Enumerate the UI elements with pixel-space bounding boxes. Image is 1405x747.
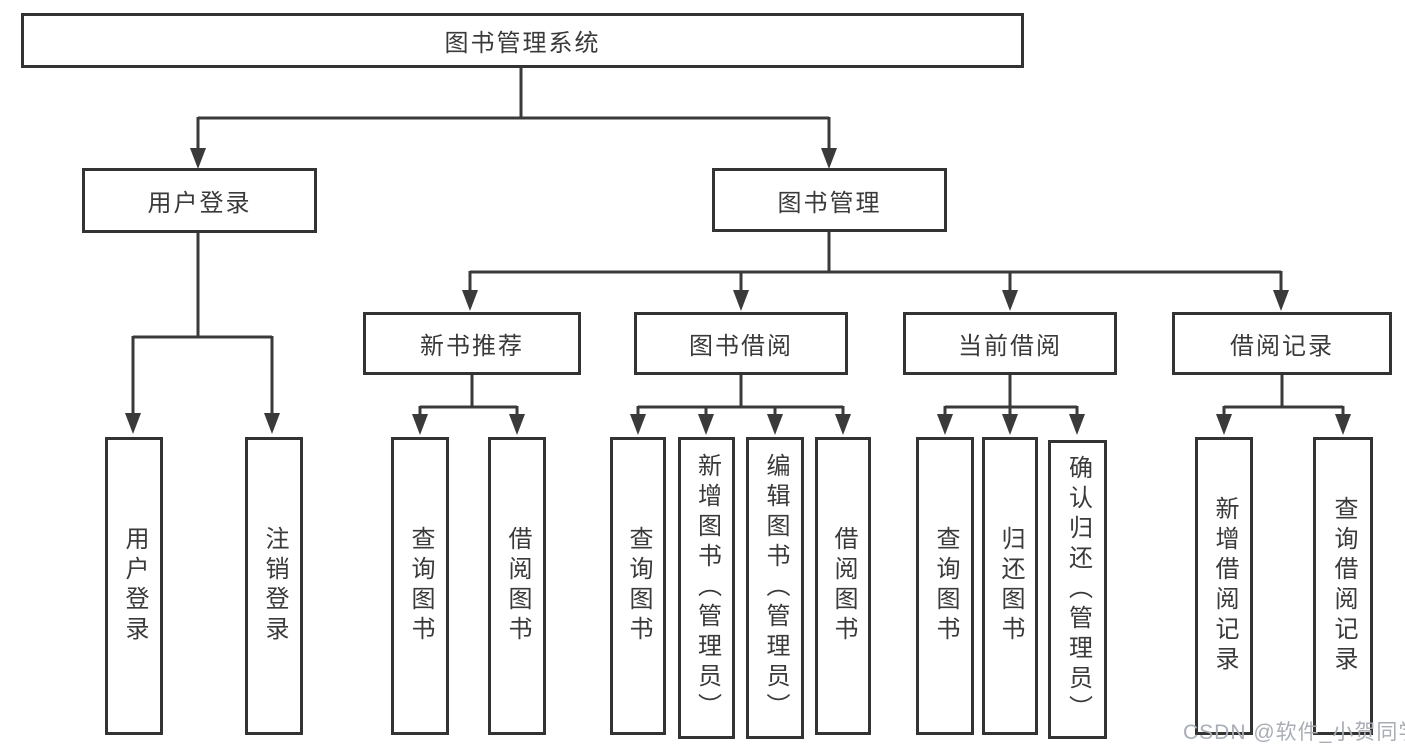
node-current-borrowing-label: 当前借阅 [958, 333, 1062, 360]
node-new-book-recommend-label: 新书推荐 [420, 333, 524, 360]
node-user-login-label: 用户登录 [147, 190, 252, 217]
leaf-add-book-admin: 新增图书（管理员） [678, 437, 735, 739]
node-book-management: 图书管理 [712, 168, 947, 232]
arrowheads [125, 148, 1351, 435]
leaf-confirm-return-admin-label: 确认归还（管理员） [1064, 454, 1092, 725]
node-current-borrowing: 当前借阅 [903, 312, 1117, 375]
leaf-confirm-return-admin: 确认归还（管理员） [1048, 440, 1107, 739]
leaf-borrow-books-recommend-label: 借阅图书 [504, 526, 531, 646]
leaf-edit-book-admin-label: 编辑图书（管理员） [762, 453, 789, 723]
leaf-return-books: 归还图书 [982, 437, 1038, 735]
node-book-borrowing: 图书借阅 [634, 312, 848, 375]
leaf-query-books-borrowing-label: 查询图书 [625, 526, 652, 646]
leaf-user-login-label: 用户登录 [121, 526, 148, 646]
node-borrowing-records-label: 借阅记录 [1230, 333, 1334, 360]
leaf-add-borrow-record-label: 新增借阅记录 [1211, 496, 1238, 676]
leaf-query-books-borrowing: 查询图书 [610, 437, 666, 735]
node-borrowing-records: 借阅记录 [1172, 312, 1392, 375]
node-user-login: 用户登录 [82, 168, 317, 233]
leaf-user-login: 用户登录 [105, 437, 163, 735]
node-library-system-label: 图书管理系统 [444, 30, 601, 57]
node-book-borrowing-label: 图书借阅 [689, 333, 793, 360]
leaf-query-books-recommend: 查询图书 [391, 437, 449, 735]
node-library-system: 图书管理系统 [21, 13, 1024, 68]
node-new-book-recommend: 新书推荐 [363, 312, 581, 375]
leaf-query-borrow-record-label: 查询借阅记录 [1330, 496, 1357, 676]
leaf-add-borrow-record: 新增借阅记录 [1195, 437, 1253, 735]
leaf-logout-login: 注销登录 [245, 437, 303, 735]
csdn-watermark: CSDN @软件_小贺同学 [1183, 721, 1405, 744]
leaf-borrow-books-recommend: 借阅图书 [488, 437, 546, 735]
leaf-add-book-admin-label: 新增图书（管理员） [693, 453, 721, 723]
leaf-borrow-books-borrowing: 借阅图书 [815, 437, 871, 735]
leaf-logout-login-label: 注销登录 [261, 526, 288, 646]
leaf-return-books-label: 归还图书 [997, 526, 1024, 646]
leaf-query-books-recommend-label: 查询图书 [407, 526, 434, 646]
leaf-edit-book-admin: 编辑图书（管理员） [746, 437, 804, 739]
leaf-borrow-books-borrowing-label: 借阅图书 [830, 526, 857, 646]
leaf-query-books-current-label: 查询图书 [932, 526, 959, 646]
leaf-query-books-current: 查询图书 [916, 437, 974, 735]
node-book-management-label: 图书管理 [777, 189, 882, 217]
leaf-query-borrow-record: 查询借阅记录 [1313, 437, 1373, 735]
